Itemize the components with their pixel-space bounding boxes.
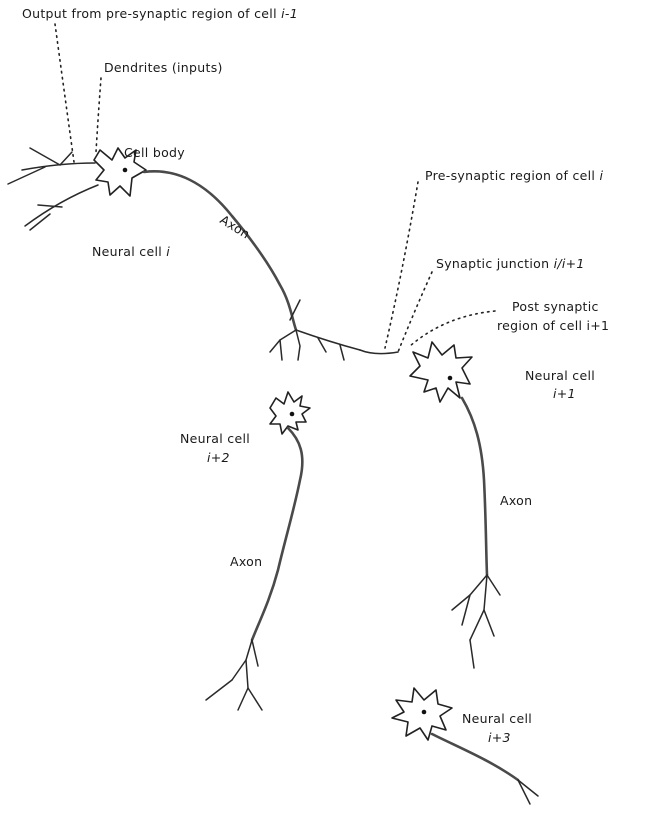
label-neural-cell-i: Neural cell i xyxy=(92,244,170,259)
input-dendrites-left xyxy=(8,148,98,230)
cell-body-i3 xyxy=(392,688,452,740)
label-post-synaptic-1: Post synaptic xyxy=(512,299,599,314)
neural-cell-i1 xyxy=(410,342,500,668)
label-neural-cell-i2-2: i+2 xyxy=(207,450,230,465)
label-axon-3: Axon xyxy=(230,554,262,569)
cell-body-i1 xyxy=(410,342,472,402)
label-neural-cell-i2-1: Neural cell xyxy=(180,431,250,446)
label-output-from-pre: Output from pre-synaptic region of cell … xyxy=(22,6,298,21)
nucleus-i1 xyxy=(448,376,453,381)
label-neural-cell-i3-2: i+3 xyxy=(488,730,511,745)
nucleus-i xyxy=(123,168,128,173)
label-dendrites: Dendrites (inputs) xyxy=(104,60,223,75)
label-axon-2: Axon xyxy=(500,493,532,508)
label-neural-cell-i1-2: i+1 xyxy=(553,386,576,401)
label-axon-1: Axon xyxy=(217,212,252,242)
axon-i1 xyxy=(462,398,487,575)
label-cell-body: Cell body xyxy=(124,145,185,160)
label-synaptic-junction: Synaptic junction i/i+1 xyxy=(436,256,585,271)
label-neural-cell-i1-1: Neural cell xyxy=(525,368,595,383)
label-post-synaptic-2: region of cell i+1 xyxy=(497,318,609,333)
label-neural-cell-i3-1: Neural cell xyxy=(462,711,532,726)
neural-cell-i3 xyxy=(392,688,538,804)
label-pre-synaptic-region: Pre-synaptic region of cell i xyxy=(425,168,603,183)
nucleus-i3 xyxy=(422,710,427,715)
axon-i2 xyxy=(252,428,302,640)
nucleus-i2 xyxy=(290,412,295,417)
